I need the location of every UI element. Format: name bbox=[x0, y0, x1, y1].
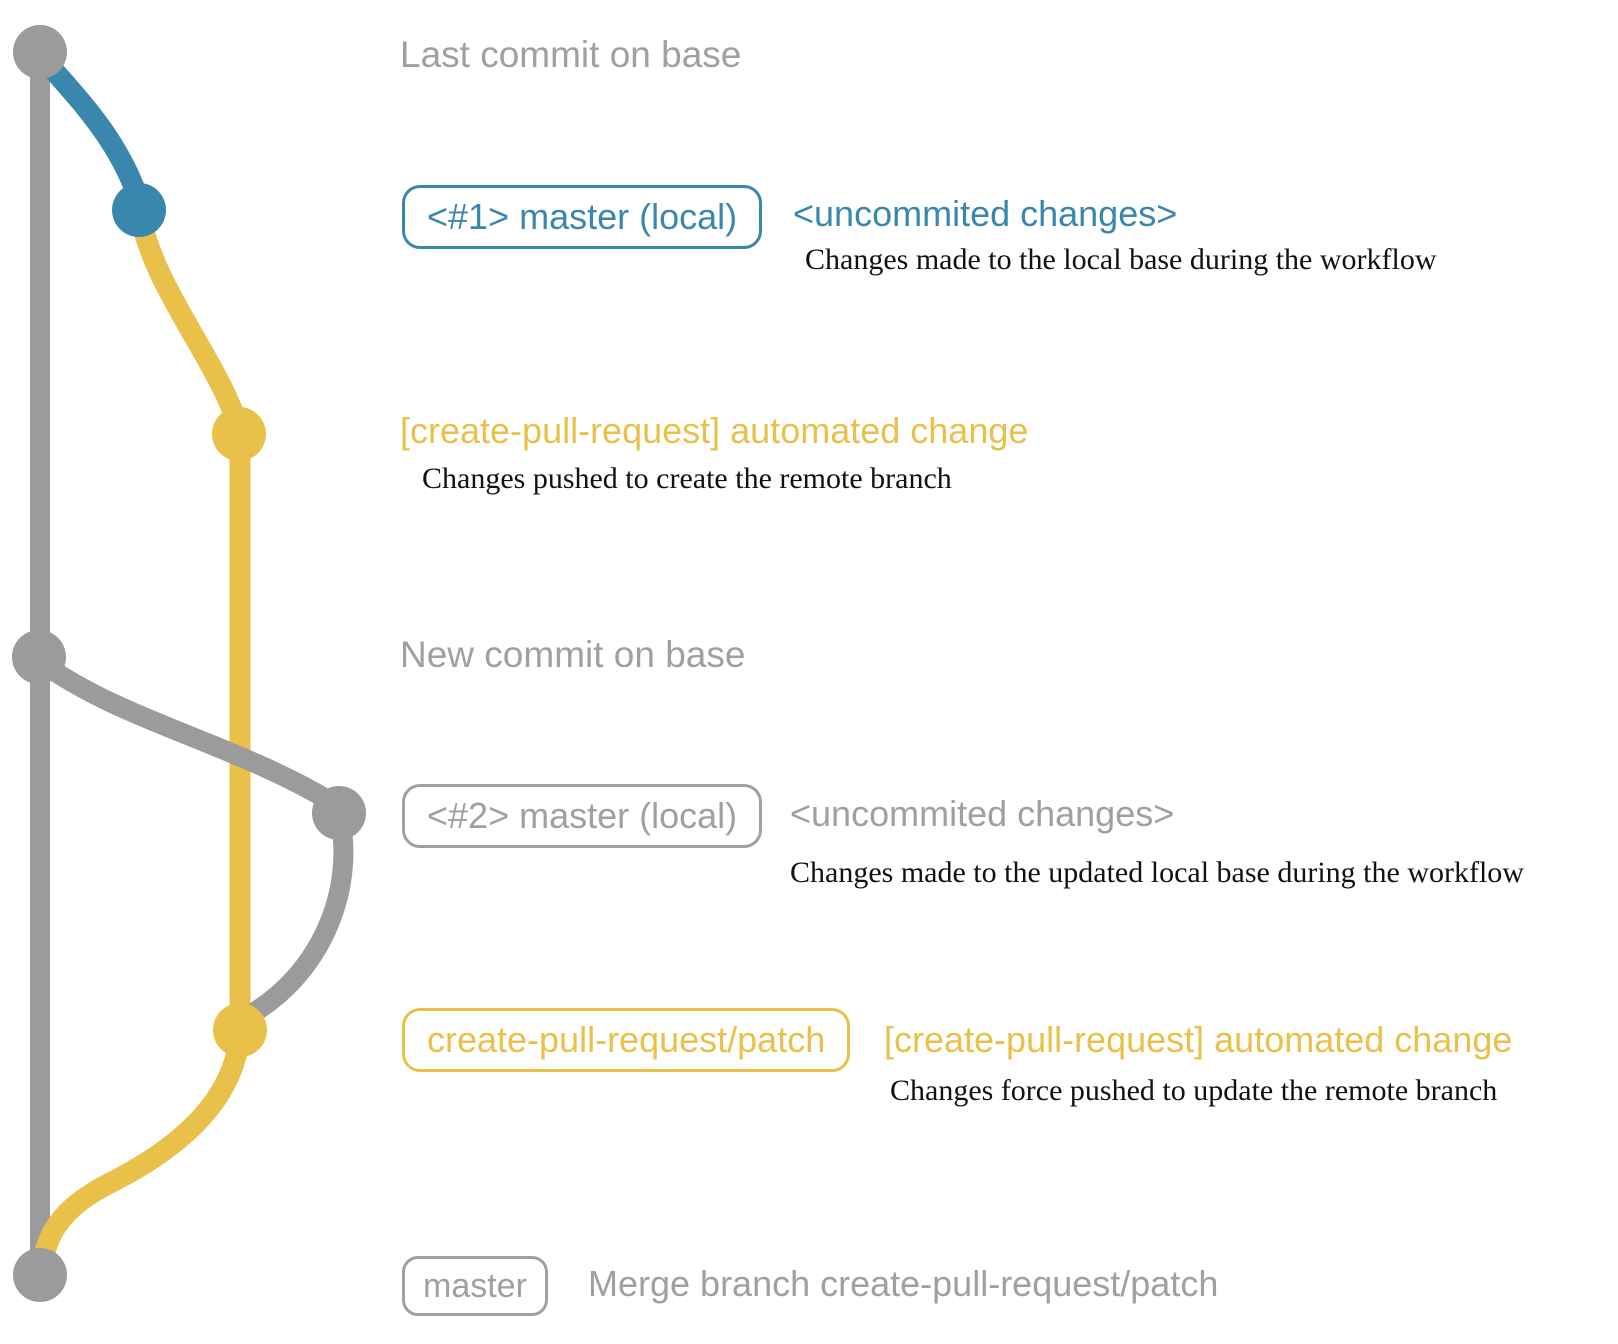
badge-master-local-2: <#2> master (local) bbox=[402, 784, 763, 848]
description-force-push-remote: Changes force pushed to update the remot… bbox=[890, 1074, 1498, 1107]
base-to-local2-curve bbox=[31, 652, 338, 810]
label-automated-change-1: [create-pull-request] automated change bbox=[400, 410, 1029, 451]
commit-graph bbox=[12, 25, 366, 1302]
commit-node-local-1 bbox=[112, 183, 166, 237]
commit-node-patch-1 bbox=[212, 407, 266, 461]
description-local-changes-2: Changes made to the updated local base d… bbox=[790, 856, 1524, 889]
badge-master-local-1: <#1> master (local) bbox=[402, 185, 763, 249]
badge-master: master bbox=[402, 1256, 548, 1316]
label-last-commit-on-base: Last commit on base bbox=[400, 34, 742, 75]
annotation-uncommited-changes-1: <uncommited changes> bbox=[793, 193, 1178, 234]
commit-node-merge bbox=[13, 1248, 67, 1302]
local2-to-patch-curve bbox=[238, 808, 354, 1026]
annotation-uncommited-changes-2: <uncommited changes> bbox=[790, 793, 1175, 834]
commit-node-local-2 bbox=[312, 786, 366, 840]
local-branch-curve bbox=[29, 44, 149, 209]
annotation-merge-branch: Merge branch create-pull-request/patch bbox=[588, 1263, 1219, 1304]
description-push-remote: Changes pushed to create the remote bran… bbox=[422, 462, 952, 495]
commit-node-patch-2 bbox=[213, 1003, 267, 1057]
commit-node-new-base bbox=[12, 630, 66, 684]
patch-branch-merge-curve bbox=[31, 1022, 251, 1277]
commit-node-last-base bbox=[13, 25, 67, 79]
label-new-commit-on-base: New commit on base bbox=[400, 634, 746, 675]
patch-branch-curve-top bbox=[129, 202, 248, 433]
badge-create-pull-request-patch: create-pull-request/patch bbox=[402, 1008, 851, 1072]
description-local-changes-1: Changes made to the local base during th… bbox=[805, 243, 1437, 276]
label-automated-change-2: [create-pull-request] automated change bbox=[884, 1019, 1513, 1060]
